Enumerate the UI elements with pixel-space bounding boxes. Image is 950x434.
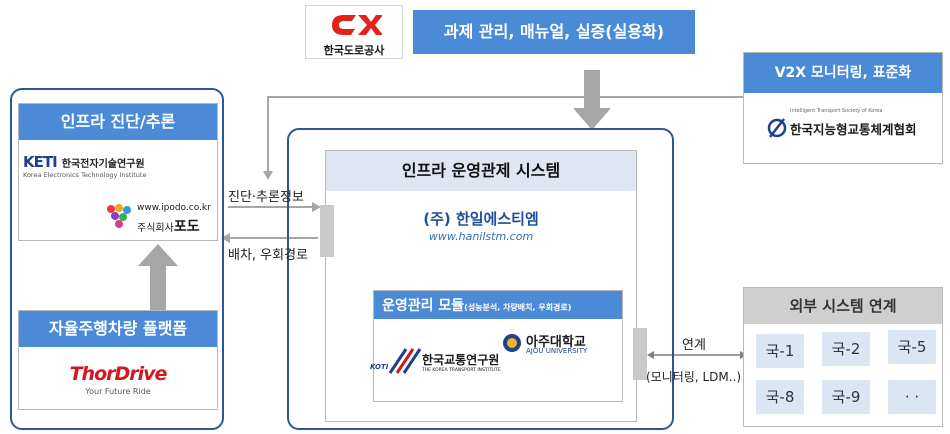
- external-cell: 국-5: [888, 330, 936, 364]
- ex-logo-box: 한국도로공사: [305, 5, 403, 59]
- v2x-org: 한국지능형교통체계협회: [790, 122, 917, 137]
- external-cell: 국-9: [822, 380, 870, 414]
- ops-connector-right: [633, 328, 647, 380]
- ajou-emblem-icon: [503, 334, 521, 352]
- ipodo-url: www.ipodo.co.kr: [137, 203, 211, 213]
- ajou-name: 아주대학교: [526, 335, 586, 350]
- keti-en: Korea Electronics Technology Institute: [23, 171, 147, 179]
- infra-diag-title: 인프라 진단/추론: [19, 104, 217, 140]
- module-header: 운영관리 모듈(성능분석, 차량배치, 우회경로): [374, 291, 622, 319]
- ops-connector-left: [320, 205, 334, 257]
- label-link: 연계: [682, 338, 706, 353]
- ex-logo-text: 한국도로공사: [323, 44, 385, 57]
- platform-panel: 자율주행차량 플랫폼 ThorDrive Your Future Ride: [18, 310, 218, 410]
- arrow-ex-to-ops: [573, 70, 611, 130]
- module-sub: (성능분석, 차량배치, 우회경로): [464, 303, 572, 312]
- hanil-url: www.hanilstm.com: [428, 230, 534, 243]
- ex-title: 과제 관리, 매뉴얼, 실증(실용화): [413, 10, 695, 54]
- koti-mark: KOTI: [370, 363, 389, 371]
- arrow-v2x-to-diag: [267, 96, 748, 173]
- external-cell: 국-1: [756, 334, 804, 368]
- ajou-en: AJOU UNIVERSITY: [526, 347, 588, 355]
- arrow-platform-to-diag: [138, 244, 178, 310]
- center-group-outline: [287, 128, 674, 430]
- hanil-company: (주) 한일에스티엠: [423, 210, 539, 228]
- label-dispatch: 배차, 우회경로: [228, 248, 309, 263]
- module-panel: 운영관리 모듈(성능분석, 차량배치, 우회경로) KOTI 한국교통연구원 T…: [370, 290, 623, 402]
- keti-mark: KETI: [23, 153, 58, 171]
- ipodo-name: 포도: [173, 219, 200, 235]
- thordrive-logo: ThorDrive: [69, 363, 168, 385]
- its-korea-icon: [767, 118, 787, 138]
- label-diag-info: 진단·추론정보: [228, 190, 304, 205]
- keti-name: 한국전자기술연구원: [61, 159, 145, 170]
- ex-logo-icon: [332, 15, 382, 35]
- koti-logo-icon: [388, 348, 422, 374]
- ipodo-prefix: 주식회사: [137, 223, 174, 234]
- koti-en: THE KOREA TRANSPORT INSTITUTE: [422, 368, 501, 373]
- v2x-org-small: Intelligent Transport Society of Korea: [790, 108, 883, 114]
- thordrive-tagline: Your Future Ride: [85, 387, 151, 396]
- external-panel: 외부 시스템 연계 국-1 국-2 국-5 국-8 국-9 · ·: [743, 287, 943, 427]
- keti-logo: KETI 한국전자기술연구원 Korea Electronics Technol…: [23, 152, 146, 179]
- left-group-outline: [10, 88, 224, 430]
- v2x-title: V2X 모니터링, 표준화: [744, 53, 942, 93]
- infra-diag-panel: 인프라 진단/추론 KETI 한국전자기술연구원 Korea Electroni…: [18, 103, 218, 241]
- platform-title: 자율주행차량 플랫폼: [19, 311, 217, 347]
- external-cell: · ·: [888, 380, 936, 414]
- ipodo-grape-icon: [101, 201, 135, 229]
- ipodo-company: 주식회사포도: [137, 216, 200, 236]
- v2x-panel: V2X 모니터링, 표준화 Intelligent Transport Soci…: [743, 52, 943, 164]
- external-cell: 국-2: [822, 332, 870, 366]
- external-title: 외부 시스템 연계: [744, 288, 942, 324]
- module-title: 운영관리 모듈: [382, 298, 465, 314]
- external-cell: 국-8: [756, 380, 804, 414]
- koti-name: 한국교통연구원: [422, 353, 500, 367]
- ops-title: 인프라 운영관제 시스템: [326, 151, 636, 191]
- label-monitor: (모니터링, LDM..): [646, 370, 742, 384]
